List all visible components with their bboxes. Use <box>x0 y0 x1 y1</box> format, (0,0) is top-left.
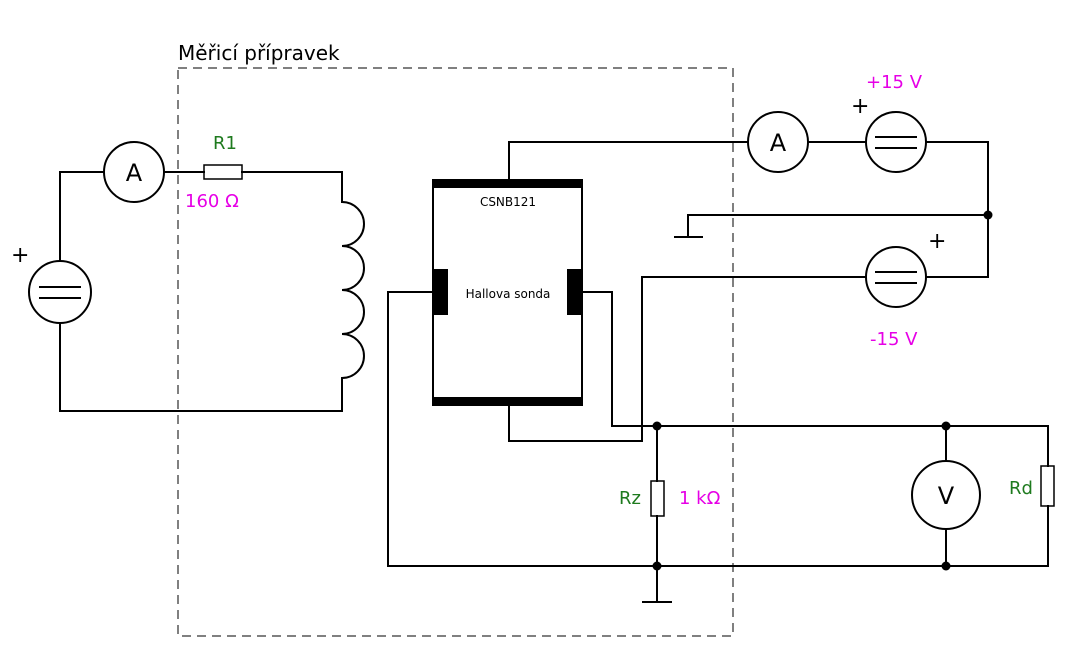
r1-name: R1 <box>213 133 237 154</box>
left-loop-wires <box>59 171 343 412</box>
left-ammeter: A <box>103 141 165 203</box>
negative-supply <box>865 246 927 308</box>
r1-resistor <box>203 164 243 180</box>
rz-name: Rz <box>619 488 641 509</box>
rd-resistor <box>1040 465 1055 507</box>
voltmeter: V <box>911 460 981 530</box>
positive-supply-label: +15 V <box>866 72 923 93</box>
r1-value: 160 Ω <box>185 191 239 212</box>
left-ammeter-label: A <box>126 159 143 187</box>
junction-dot <box>983 210 993 220</box>
rd-name: Rd <box>1009 478 1033 499</box>
junction-dot <box>941 421 951 431</box>
positive-supply-plus: + <box>851 94 869 119</box>
rz-resistor <box>650 480 665 517</box>
top-ammeter-label: A <box>770 129 787 157</box>
rz-value: 1 kΩ <box>679 488 721 509</box>
hall-probe-part: CSNB121 <box>480 195 536 209</box>
junction-dot <box>652 421 662 431</box>
junction-dot <box>652 561 662 571</box>
fixture-frame <box>177 67 734 637</box>
left-voltage-source <box>28 260 92 324</box>
probe-wires <box>387 141 1049 602</box>
positive-supply <box>865 111 927 173</box>
fixture-title: Měřicí přípravek <box>178 41 340 65</box>
top-ammeter: A <box>747 111 809 173</box>
coil <box>340 200 365 380</box>
voltmeter-label: V <box>938 482 955 510</box>
junction-dot <box>941 561 951 571</box>
negative-supply-plus: + <box>928 229 946 254</box>
negative-supply-label: -15 V <box>870 329 918 350</box>
hall-probe-label: Hallova sonda <box>466 287 551 301</box>
left-source-plus: + <box>11 243 29 268</box>
